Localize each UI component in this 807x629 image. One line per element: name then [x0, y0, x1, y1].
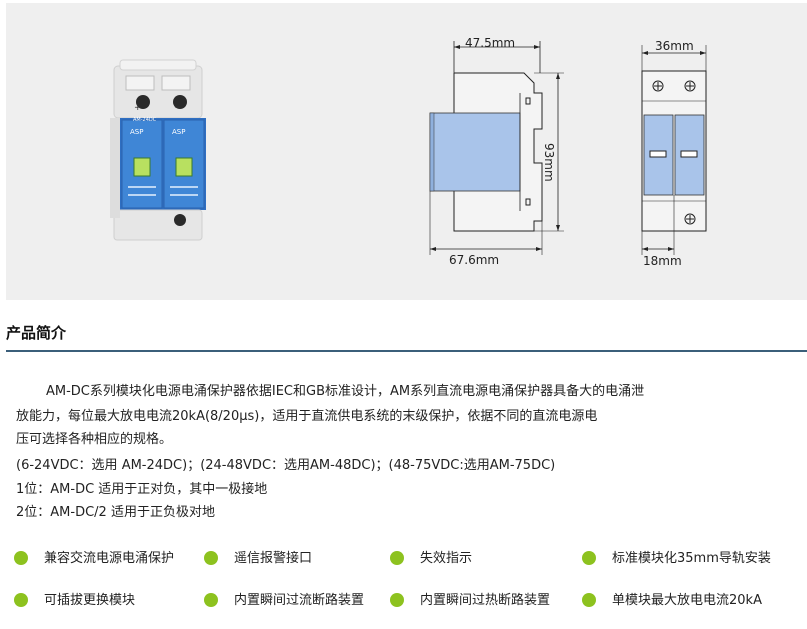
feature-item: 标准模块化35mm导轨安装 [582, 550, 771, 568]
side-view-drawing [429, 41, 564, 255]
side-top-width-label: 47.5mm [465, 36, 516, 50]
section-divider [6, 350, 807, 352]
front-view-drawing [641, 45, 707, 255]
feature-item: 遥信报警接口 [204, 550, 312, 568]
bullet-icon [204, 592, 218, 607]
description-line-2: 放能力，每位最大放电电流20kA(8/20μs)，适用于直流供电系统的末级保护，… [16, 409, 598, 424]
brand-logo-left: ASP [130, 128, 143, 136]
description-line-3: 压可选择各种相应的规格。 [16, 432, 173, 447]
bullet-icon [390, 550, 404, 565]
minus-terminal-label: − [174, 103, 182, 113]
bullet-icon [204, 550, 218, 565]
plus-terminal-label: + [134, 103, 142, 113]
feature-item: 失效指示 [390, 550, 472, 568]
feature-item: 单模块最大放电电流20kA [582, 592, 762, 610]
product-image-gallery: ASP ASP AM-24DC + − [6, 3, 807, 300]
feature-item: 兼容交流电源电涌保护 [14, 550, 174, 568]
description-line-1: AM-DC系列模块化电源电涌保护器依据IEC和GB标准设计，AM系列直流电源电涌… [46, 384, 645, 399]
position-2-line: 2位：AM-DC/2 适用于正负极对地 [16, 505, 215, 520]
brand-logo-right: ASP [172, 128, 185, 136]
module-model-label: AM-24DC [133, 117, 157, 123]
product-photo: ASP ASP [110, 59, 206, 241]
front-width-label: 36mm [655, 39, 694, 53]
bullet-icon [14, 592, 28, 607]
side-height-label: 93mm [542, 143, 556, 182]
section-title: 产品简介 [6, 324, 67, 342]
bullet-icon [582, 592, 596, 607]
spec-options-line: (6-24VDC：选用 AM-24DC)；(24-48VDC：选用AM-48DC… [16, 458, 556, 473]
feature-item: 内置瞬间过热断路装置 [390, 592, 550, 610]
position-1-line: 1位：AM-DC 适用于正对负，其中一极接地 [16, 482, 268, 497]
feature-item: 可插拔更换模块 [14, 592, 135, 610]
side-bottom-width-label: 67.6mm [449, 253, 500, 267]
bullet-icon [14, 550, 28, 565]
front-module-width-label: 18mm [643, 254, 682, 268]
feature-item: 内置瞬间过流断路装置 [204, 592, 364, 610]
bullet-icon [582, 550, 596, 565]
bullet-icon [390, 592, 404, 607]
